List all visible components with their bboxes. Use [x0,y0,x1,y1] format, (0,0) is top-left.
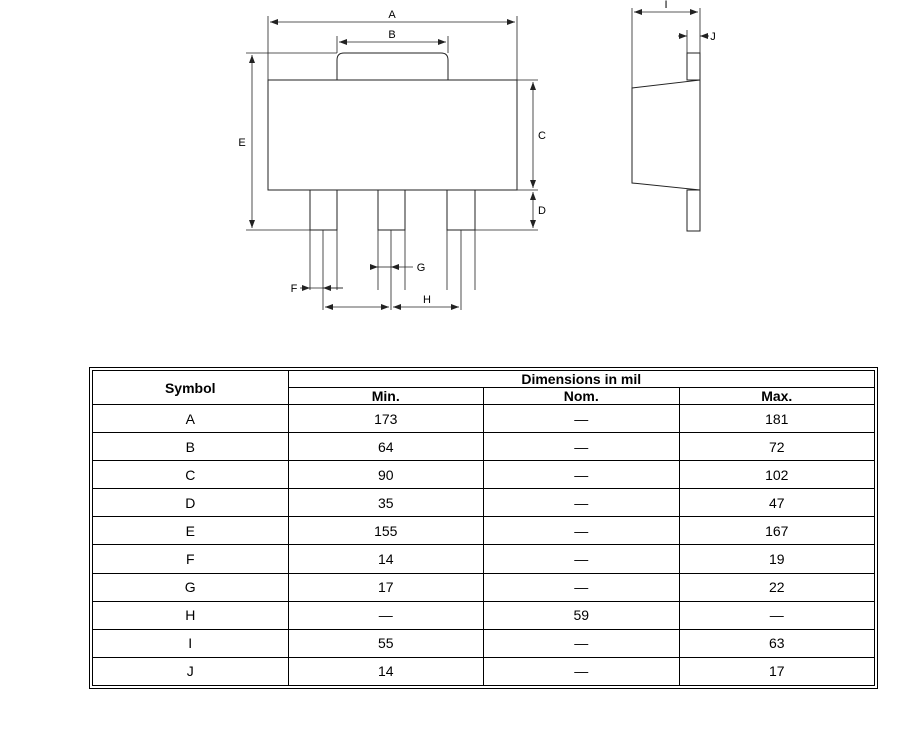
min-cell: 17 [287,572,484,602]
symbol-cell: D [92,488,289,518]
symbol-cell: C [92,460,289,490]
label-c: C [538,130,546,142]
max-cell: — [678,600,875,630]
max-cell: 19 [678,544,875,574]
dimension-e: E [238,52,337,231]
dimension-a: A [267,9,518,80]
nom-cell: — [483,460,680,490]
dimension-b: B [336,29,449,53]
symbol-cell: J [92,656,289,687]
label-j: J [710,31,716,43]
nom-cell: 59 [483,600,680,630]
table-row: H—59— [92,600,875,630]
min-cell: 14 [287,544,484,574]
max-cell: 102 [678,460,875,490]
package-outline-drawing: A B E C D F G [238,0,716,310]
package-body [267,79,518,191]
min-cell: 55 [287,628,484,658]
symbol-cell: H [92,600,289,630]
label-g: G [417,262,426,274]
symbol-cell: E [92,516,289,546]
nom-cell: — [483,572,680,602]
dimensions-group-header: Dimensions in mil [287,370,875,388]
min-header: Min. [287,387,484,405]
label-i: I [664,0,667,11]
package-side-view: I J [631,0,716,232]
nom-cell: — [483,544,680,574]
symbol-cell: A [92,403,289,434]
lead-middle [377,189,406,231]
nom-header: Nom. [483,387,680,405]
label-e: E [238,137,245,149]
dimension-d: D [475,192,546,231]
min-cell: — [287,600,484,630]
symbol-cell: F [92,544,289,574]
label-b: B [388,29,395,41]
max-header: Max. [678,387,875,405]
package-front-view [267,52,518,310]
max-cell: 47 [678,488,875,518]
dimension-h: H [325,294,459,310]
symbol-cell: I [92,628,289,658]
max-cell: 167 [678,516,875,546]
min-cell: 173 [287,403,484,434]
nom-cell: — [483,516,680,546]
max-cell: 63 [678,628,875,658]
lead-left [309,189,338,231]
dimension-f: F [291,283,343,295]
nom-cell: — [483,656,680,687]
max-cell: 181 [678,403,875,434]
symbol-cell: G [92,572,289,602]
package-tab [336,52,449,80]
max-cell: 22 [678,572,875,602]
label-h: H [423,294,431,306]
min-cell: 155 [287,516,484,546]
symbol-header: Symbol [92,370,289,405]
dimensions-table: Symbol Dimensions in mil Min. Nom. Max. … [89,367,878,689]
min-cell: 35 [287,488,484,518]
side-body [631,79,701,191]
nom-cell: — [483,628,680,658]
min-cell: 90 [287,460,484,490]
side-tab [686,52,701,81]
lead-right [446,189,476,231]
dimension-g: G [370,262,425,274]
nom-cell: — [483,488,680,518]
label-a: A [388,9,396,21]
label-d: D [538,205,546,217]
dimension-c: C [517,79,546,191]
max-cell: 72 [678,432,875,462]
nom-cell: — [483,432,680,462]
side-lead [686,189,701,232]
min-cell: 64 [287,432,484,462]
label-f: F [291,283,298,295]
max-cell: 17 [678,656,875,687]
symbol-cell: B [92,432,289,462]
nom-cell: — [483,403,680,434]
min-cell: 14 [287,656,484,687]
